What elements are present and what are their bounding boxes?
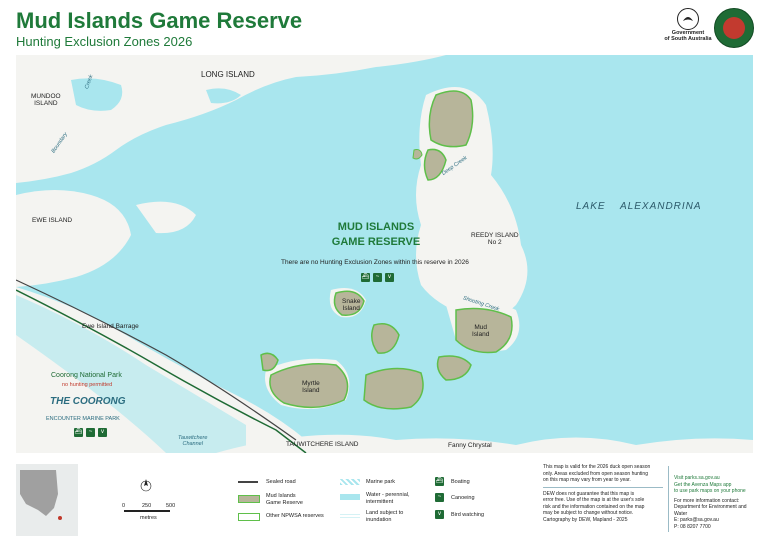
reserve-tiny <box>412 149 423 160</box>
swatch-marine-park <box>340 479 360 485</box>
boat-icon: ⛴ <box>74 428 83 437</box>
canoe-icon: ~ <box>435 493 444 502</box>
scale-tick-500: 500 <box>166 503 176 509</box>
map-canvas <box>16 55 753 453</box>
label-lake-2: ALEXANDRINA <box>620 201 702 212</box>
reserve-west-islet <box>260 352 279 372</box>
legend-water: Water - perennial,intermittent <box>366 492 410 505</box>
label-lake-1: LAKE <box>576 201 606 212</box>
swatch-water <box>340 494 360 500</box>
bird-icon: v <box>98 428 107 437</box>
legend-marine-park: Marine park <box>366 479 396 485</box>
label-ewe-island-barrage: Ewe Island Barrage <box>82 323 139 330</box>
scale-tick-250: 250 <box>142 503 152 509</box>
legend-panel: 0 250 500 metres Sealed road Mud Islands… <box>16 460 753 540</box>
legend-other-reserves: Other NPWSA reserves <box>266 513 324 519</box>
visit-link[interactable]: Visit parks.sa.gov.au <box>674 475 720 481</box>
north-arrow <box>140 478 152 497</box>
contact-info: Visit parks.sa.gov.au Get the Avenza Map… <box>674 475 754 530</box>
long-island-land <box>16 55 446 183</box>
islet <box>136 201 196 234</box>
reserve-centre-islet <box>371 323 400 354</box>
legend-canoeing: Canoeing <box>451 495 475 501</box>
swatch-reserve <box>238 495 260 503</box>
bird-icon: v <box>435 510 444 519</box>
reserve-activity-icons: ⛴ ~ v <box>361 273 394 282</box>
label-coorong-np: Coorong National Park <box>51 372 122 379</box>
label-fanny-chrystal: Fanny Chrystal <box>448 442 492 449</box>
email-link[interactable]: E: parks@sa.gov.au <box>674 517 719 523</box>
bird-icon: v <box>385 273 394 282</box>
reserve-snake-island <box>333 290 365 316</box>
label-encounter-marine-park: ENCOUNTER MARINE PARK <box>46 416 120 422</box>
flower-icon <box>723 17 745 39</box>
canoe-icon: ~ <box>373 273 382 282</box>
label-tauwitchere-island: TAUWITCHERE ISLAND <box>286 441 359 448</box>
reserve-north <box>428 90 474 148</box>
gov-logo-line-1: Government <box>671 30 705 36</box>
lagoon-2 <box>206 88 241 104</box>
piping-shrike-icon <box>677 8 699 30</box>
page-title: Mud Islands Game Reserve <box>16 8 303 33</box>
canoe-icon: ~ <box>86 428 95 437</box>
reserve-mud-island <box>455 307 513 354</box>
label-no-hunting: no hunting permitted <box>62 382 113 388</box>
lagoon <box>71 78 123 111</box>
ewe-island-land <box>16 190 131 287</box>
no-zones-note: There are no Hunting Exclusion Zones wit… <box>281 259 469 266</box>
gov-logo-line-2: of South Australia <box>664 36 712 42</box>
page-subtitle: Hunting Exclusion Zones 2026 <box>16 34 193 49</box>
avenza-link[interactable]: Get the Avenza Maps app <box>674 481 732 488</box>
legend-sealed-road: Sealed road <box>266 479 296 485</box>
government-logo: Government of South Australia <box>664 8 712 48</box>
swatch-inundation <box>340 512 360 518</box>
reserve-deep-creek <box>423 148 447 181</box>
scale-unit: metres <box>140 515 157 521</box>
boat-icon: ⛴ <box>435 477 444 486</box>
scale-tick-0: 0 <box>122 503 126 509</box>
park-boundary-line <box>16 289 307 453</box>
locator-map <box>16 464 78 536</box>
label-long-island: LONG ISLAND <box>201 70 255 79</box>
map-notes: This map is valid for the 2026 duck open… <box>543 464 663 523</box>
swatch-other-reserves <box>238 513 260 521</box>
swatch-sealed-road <box>238 481 258 483</box>
national-parks-logo <box>714 8 754 48</box>
boat-icon: ⛴ <box>361 273 370 282</box>
label-ewe-island: EWE ISLAND <box>32 217 73 224</box>
coorong-land <box>16 335 166 453</box>
reserve-myrtle-island <box>269 363 349 409</box>
tauwitchere-shore <box>216 434 753 453</box>
legend-boating: Boating <box>451 479 470 485</box>
sealed-road-line <box>16 279 297 441</box>
reserve-south-islet <box>363 367 424 410</box>
legend-bird-watching: Bird watching <box>451 512 485 518</box>
legend-divider <box>668 466 669 532</box>
scale-bar <box>124 510 170 512</box>
reserve-east-islet <box>436 355 472 381</box>
label-the-coorong: THE COORONG <box>50 396 126 407</box>
coorong-activity-icons: ⛴ ~ v <box>74 428 107 437</box>
